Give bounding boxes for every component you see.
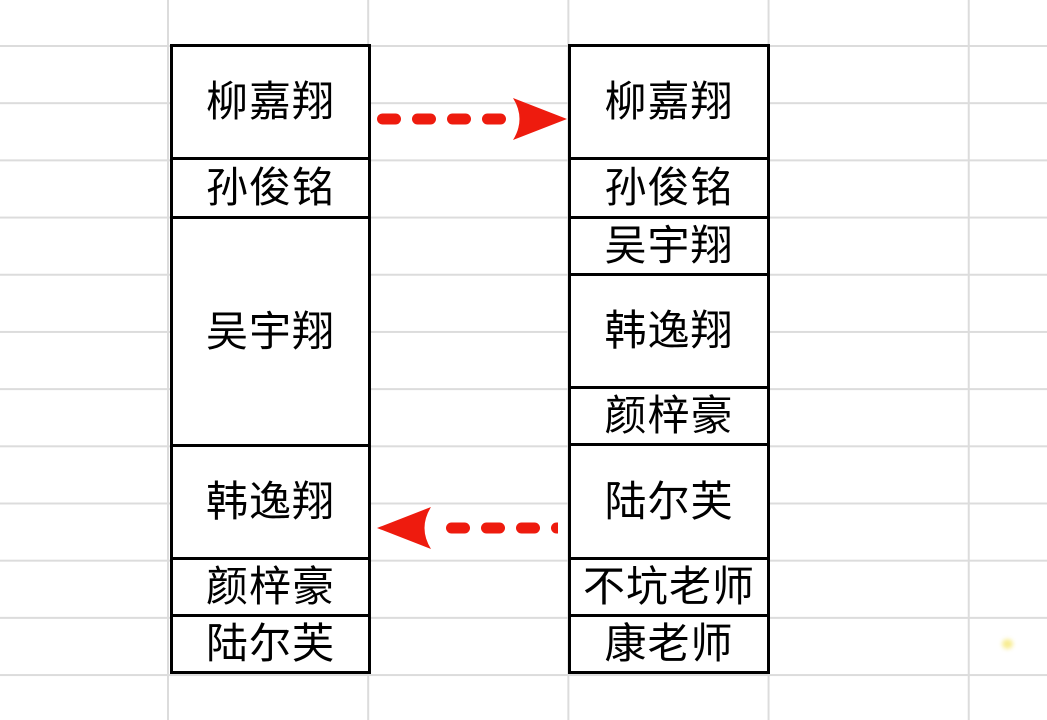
right-cell-0[interactable]: 柳嘉翔 — [571, 47, 767, 160]
dashed-arrow-left-icon[interactable] — [376, 506, 575, 550]
right-cell-5[interactable]: 陆尔芙 — [571, 446, 767, 560]
yellow-dot — [1002, 639, 1013, 649]
left-cell-0[interactable]: 柳嘉翔 — [173, 47, 368, 160]
left-cell-4[interactable]: 颜梓豪 — [173, 560, 368, 617]
right-cell-6[interactable]: 不坑老师 — [571, 560, 767, 617]
right-cell-4[interactable]: 颜梓豪 — [571, 389, 767, 446]
left-cell-5[interactable]: 陆尔芙 — [205, 620, 335, 667]
left-cell-1[interactable]: 孙俊铭 — [173, 160, 368, 219]
right-name-table: 柳嘉翔 孙俊铭 吴宇翔 韩逸翔 颜梓豪 陆尔芙 不坑老师 康老师 — [568, 44, 770, 674]
left-cell-3[interactable]: 韩逸翔 — [173, 447, 368, 560]
dashed-arrow-right-icon[interactable] — [376, 97, 568, 141]
left-cell-2[interactable]: 吴宇翔 — [173, 219, 368, 447]
left-name-table: 柳嘉翔 孙俊铭 吴宇翔 韩逸翔 颜梓豪 陆尔芙 — [170, 44, 371, 674]
right-cell-3[interactable]: 韩逸翔 — [571, 276, 767, 389]
right-cell-2[interactable]: 吴宇翔 — [571, 219, 767, 276]
right-cell-1[interactable]: 孙俊铭 — [571, 160, 767, 219]
right-cell-7[interactable]: 康老师 — [604, 620, 734, 667]
